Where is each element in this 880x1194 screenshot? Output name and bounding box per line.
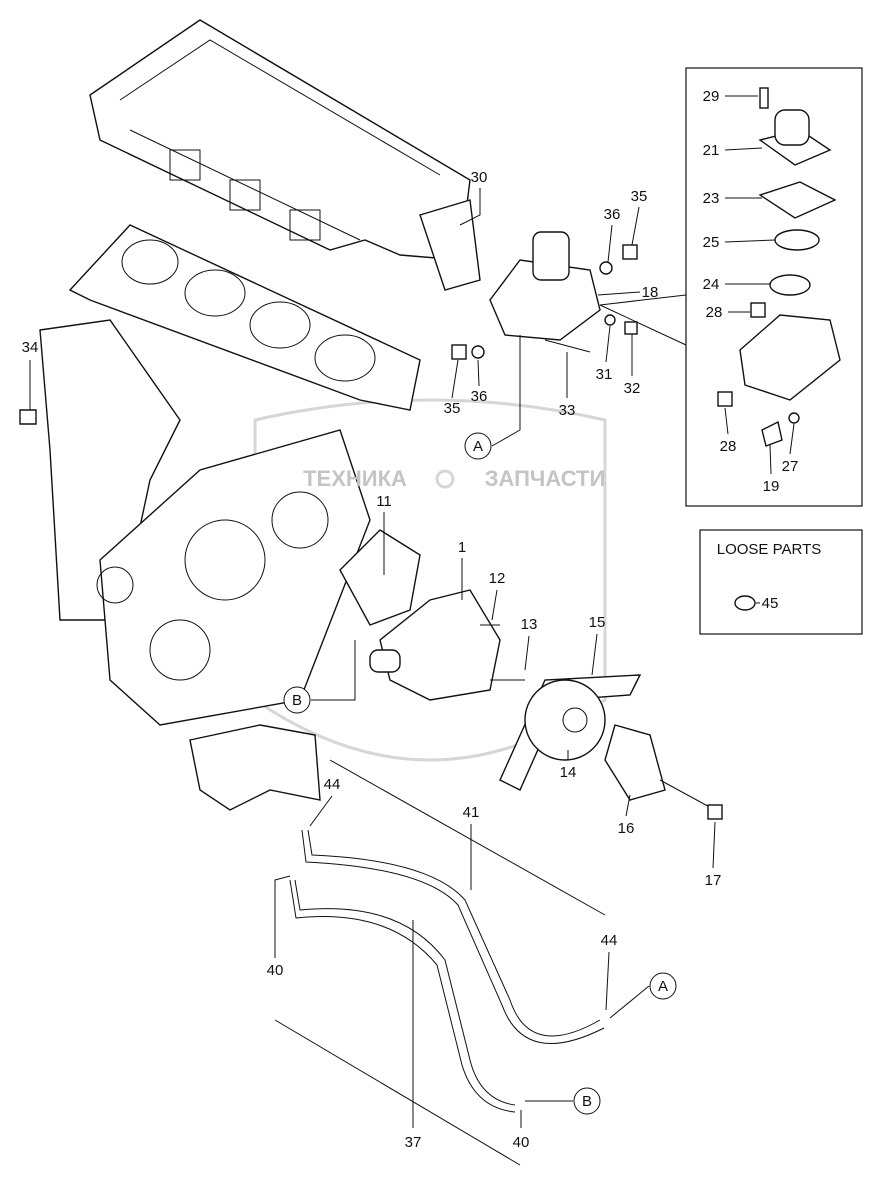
inset-parts [717, 87, 841, 447]
callout-28: 28 [706, 304, 723, 321]
washer-45 [734, 595, 756, 611]
callout-44: 44 [324, 776, 341, 793]
callout-24: 24 [703, 276, 720, 293]
watermark-logo: ТЕХНИКА ЗАПЧАСТИ [303, 466, 605, 491]
plug-35 [622, 244, 638, 260]
head-gasket [68, 224, 421, 411]
callout-35: 35 [444, 400, 461, 417]
ref-b-2: B [573, 1087, 601, 1115]
loose-parts-box: LOOSE PARTS 45 [699, 529, 863, 635]
callout-33: 33 [559, 402, 576, 419]
ref-a-1: A [464, 432, 492, 460]
washer-36 [599, 261, 613, 275]
callout-44: 44 [601, 932, 618, 949]
callout-34: 34 [22, 339, 39, 356]
callout-28: 28 [720, 438, 737, 455]
bolt-32 [624, 321, 638, 335]
callout-36: 36 [471, 388, 488, 405]
callout-35: 35 [631, 188, 648, 205]
callout-23: 23 [703, 190, 720, 207]
ref-b-1: B [283, 686, 311, 714]
svg-text:B: B [292, 692, 302, 709]
gear-case [96, 429, 371, 726]
callout-18: 18 [642, 284, 659, 301]
leader-lines [29, 188, 716, 1166]
hose-37 [294, 879, 516, 1106]
callout-11: 11 [376, 493, 392, 510]
callout-13: 13 [521, 616, 538, 633]
inset-leaders [724, 95, 795, 475]
callout-41: 41 [463, 804, 480, 821]
thermostat-housing [419, 199, 601, 341]
callout-19: 19 [763, 478, 780, 495]
plug-34 [19, 409, 37, 425]
fan-spacer-16 [604, 724, 666, 801]
callout-27: 27 [782, 458, 799, 475]
callout-21: 21 [703, 142, 720, 159]
callout-15: 15 [589, 614, 606, 631]
ref-a-2: A [649, 972, 677, 1000]
watermark-right-text: ЗАПЧАСТИ [485, 466, 606, 491]
svg-text:B: B [582, 1093, 592, 1110]
gear-icon [435, 469, 455, 489]
callout-14: 14 [560, 764, 577, 781]
callout-40: 40 [267, 962, 284, 979]
callout-16: 16 [618, 820, 635, 837]
pump-gasket-11 [339, 529, 421, 626]
callout-40: 40 [513, 1134, 530, 1151]
bolt-17 [659, 779, 716, 811]
callout-32: 32 [624, 380, 641, 397]
cylinder-head [89, 19, 471, 261]
callout-37: 37 [405, 1134, 422, 1151]
svg-text:LOOSE PARTS: LOOSE PARTS [717, 541, 821, 558]
water-pump [369, 589, 501, 701]
callout-1: 1 [458, 539, 466, 556]
pulley-14 [524, 679, 606, 761]
washer-36b [471, 345, 485, 359]
callout-36: 36 [604, 206, 621, 223]
plug-35b [451, 344, 467, 360]
callout-17: 17 [705, 872, 722, 889]
svg-text:A: A [473, 438, 483, 455]
callout-31: 31 [596, 366, 613, 383]
thermostat-detail-inset [685, 67, 863, 507]
svg-text:A: A [658, 978, 668, 995]
hose-41 [307, 829, 601, 1037]
svg-text:45: 45 [762, 595, 779, 612]
callout-labels: 29 21 23 25 24 28 28 27 19 30 36 35 18 3… [22, 88, 799, 1151]
callout-25: 25 [703, 234, 720, 251]
egr-valve [189, 724, 321, 811]
callout-30: 30 [471, 169, 488, 186]
washer-31 [604, 314, 616, 326]
callout-12: 12 [489, 570, 506, 587]
callout-29: 29 [703, 88, 720, 105]
watermark-left-text: ТЕХНИКА [303, 466, 407, 491]
